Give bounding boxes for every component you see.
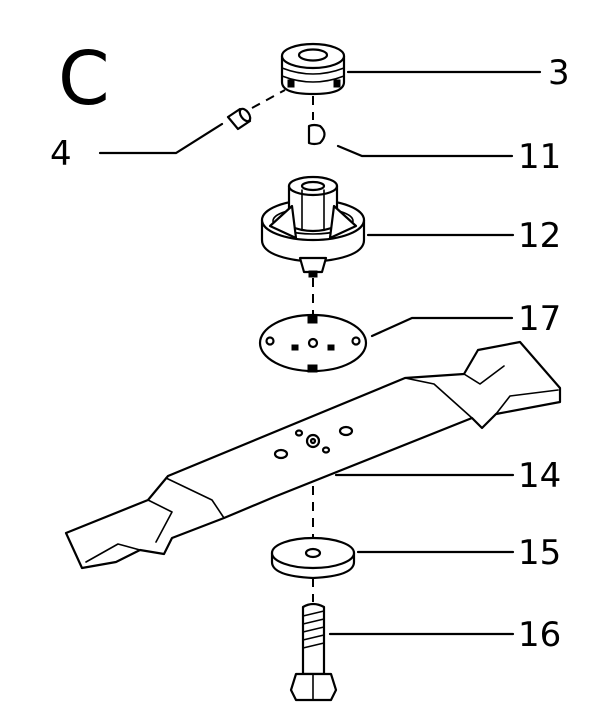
callout-15: 15 xyxy=(518,533,561,573)
callout-16: 16 xyxy=(518,615,561,655)
callout-17: 17 xyxy=(518,299,561,339)
callout-12: 12 xyxy=(518,216,561,256)
section-letter: C xyxy=(58,36,110,122)
part-12-blade-hub xyxy=(260,175,366,278)
callout-14: 14 xyxy=(518,456,561,496)
part-14-blade xyxy=(64,340,562,570)
callout-3: 3 xyxy=(548,53,570,93)
leader-lines xyxy=(98,70,542,636)
part-11-key xyxy=(307,123,326,146)
leader-11 xyxy=(336,144,514,158)
part-16-bolt xyxy=(289,602,338,702)
part-4-set-screw xyxy=(226,89,286,131)
part-17-plate xyxy=(258,313,368,373)
leader-4 xyxy=(98,122,224,155)
callout-11: 11 xyxy=(518,137,561,177)
part-3-pulley xyxy=(280,42,346,96)
leader-17 xyxy=(370,316,514,338)
part-15-washer xyxy=(270,536,356,580)
callout-4: 4 xyxy=(50,134,72,174)
